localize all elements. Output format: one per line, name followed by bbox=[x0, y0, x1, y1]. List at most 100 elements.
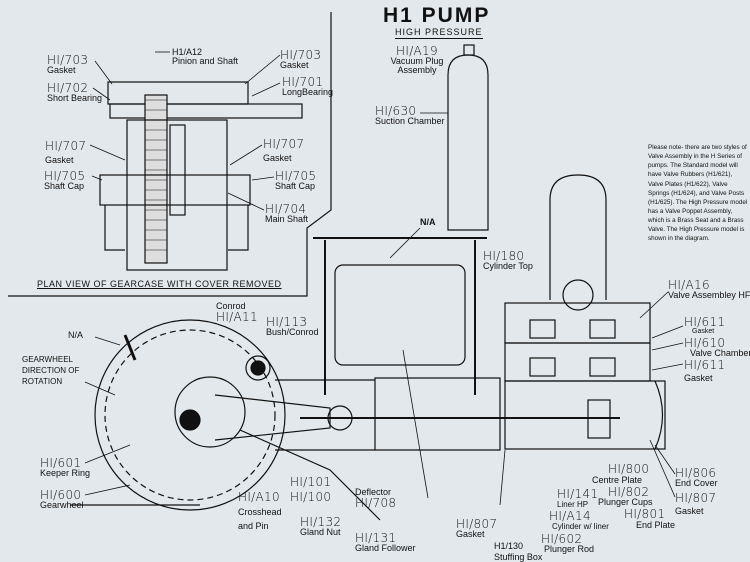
part-code: HI/702 bbox=[47, 81, 89, 95]
part-name: Gasket bbox=[263, 153, 292, 163]
part-name: Gasket bbox=[45, 155, 74, 165]
part-name: N/A bbox=[68, 330, 84, 340]
pinion bbox=[245, 355, 271, 381]
part-name: LongBearing bbox=[282, 87, 334, 97]
part-code: HI/801 bbox=[624, 507, 666, 521]
part-name: Gearwheel bbox=[40, 500, 84, 510]
part-code: HI/806 bbox=[675, 466, 717, 480]
suction-chamber bbox=[447, 54, 489, 231]
part-code: HI/705 bbox=[275, 169, 317, 183]
part-name: Valve Chamber bbox=[690, 348, 750, 358]
part-code: HI/A16 bbox=[668, 278, 710, 292]
part-name: Crosshead and Pin bbox=[238, 507, 282, 531]
part-code: HI/132 bbox=[300, 515, 342, 529]
part-name: Gland Nut bbox=[300, 527, 341, 537]
part-name: Suction Chamber bbox=[375, 116, 445, 126]
part-code: H1/A12 bbox=[172, 47, 203, 57]
part-code: HI/800 bbox=[608, 462, 650, 476]
part-code: HI/705 bbox=[44, 169, 86, 183]
leader-lines bbox=[84, 51, 684, 506]
valve-assembly-note: Please note- there are two styles of Val… bbox=[648, 144, 748, 243]
part-code: HI/611 bbox=[684, 358, 726, 372]
cylinder-top bbox=[313, 237, 487, 395]
end-cover bbox=[654, 380, 664, 450]
rotation-label-line: ROTATION bbox=[22, 377, 63, 387]
part-code: HI/101 bbox=[290, 475, 332, 489]
part-code: HI/601 bbox=[40, 456, 82, 470]
part-code: HI/141 bbox=[557, 487, 599, 501]
part-code: HI/610 bbox=[684, 336, 726, 350]
callout-na-top: N/A bbox=[420, 218, 436, 227]
part-code: HI/630 bbox=[375, 104, 417, 118]
part-code: HI/A10 bbox=[238, 490, 280, 504]
valve-chamber bbox=[504, 302, 651, 344]
part-name: Deflector bbox=[355, 487, 392, 497]
part-name: Shaft Cap bbox=[44, 181, 85, 191]
part-name: Short Bearing bbox=[47, 93, 103, 103]
part-code: HI/131 bbox=[355, 531, 397, 545]
crosshead-guide bbox=[239, 379, 381, 521]
part-code: HI/802 bbox=[608, 485, 650, 499]
callout-na-gearwheel: N/A bbox=[68, 331, 83, 340]
part-code: HI/113 bbox=[266, 315, 308, 329]
rotation-label-line: GEARWHEEL bbox=[22, 355, 73, 364]
part-name: Plunger Cups bbox=[598, 497, 653, 507]
part-name: Plunger Rod bbox=[544, 544, 595, 554]
plan-view-caption: PLAN VIEW OF GEARCASE WITH COVER REMOVED bbox=[37, 279, 282, 289]
part-code: HI/611 bbox=[684, 315, 726, 329]
part-code: HI/602 bbox=[541, 532, 583, 546]
part-name: Valve Assembley HF bbox=[668, 290, 750, 300]
part-name: Pinion and Shaft bbox=[172, 56, 239, 66]
plunger bbox=[587, 399, 611, 439]
gearwheel bbox=[94, 319, 286, 511]
part-name: Gasket bbox=[47, 65, 76, 75]
rotation-label: GEARWHEEL DIRECTION OF ROTATION bbox=[22, 354, 79, 388]
cylinder-body bbox=[504, 380, 666, 450]
part-name: Centre Plate bbox=[592, 475, 643, 485]
part-code: HI/A11 bbox=[216, 310, 258, 324]
part-code: HI/A14 bbox=[549, 509, 591, 523]
part-name: Cylinder w/ liner bbox=[552, 522, 609, 531]
part-name: Vacuum Plug Assembly bbox=[390, 56, 444, 75]
crosshead-pin bbox=[327, 405, 353, 431]
part-code: HI/100 bbox=[290, 490, 332, 504]
part-name: Main Shaft bbox=[265, 214, 309, 224]
part-code: HI/701 bbox=[282, 75, 324, 89]
gearcase-plan-view bbox=[99, 81, 303, 271]
part-name: Cylinder Top bbox=[483, 261, 533, 271]
callout-100: HI/100 bbox=[290, 491, 331, 503]
part-code: HI/A19 bbox=[396, 44, 438, 58]
valve-column bbox=[549, 174, 607, 300]
conrod bbox=[214, 394, 331, 441]
vacuum-plug bbox=[463, 44, 475, 56]
gearcase-frame bbox=[8, 12, 332, 297]
